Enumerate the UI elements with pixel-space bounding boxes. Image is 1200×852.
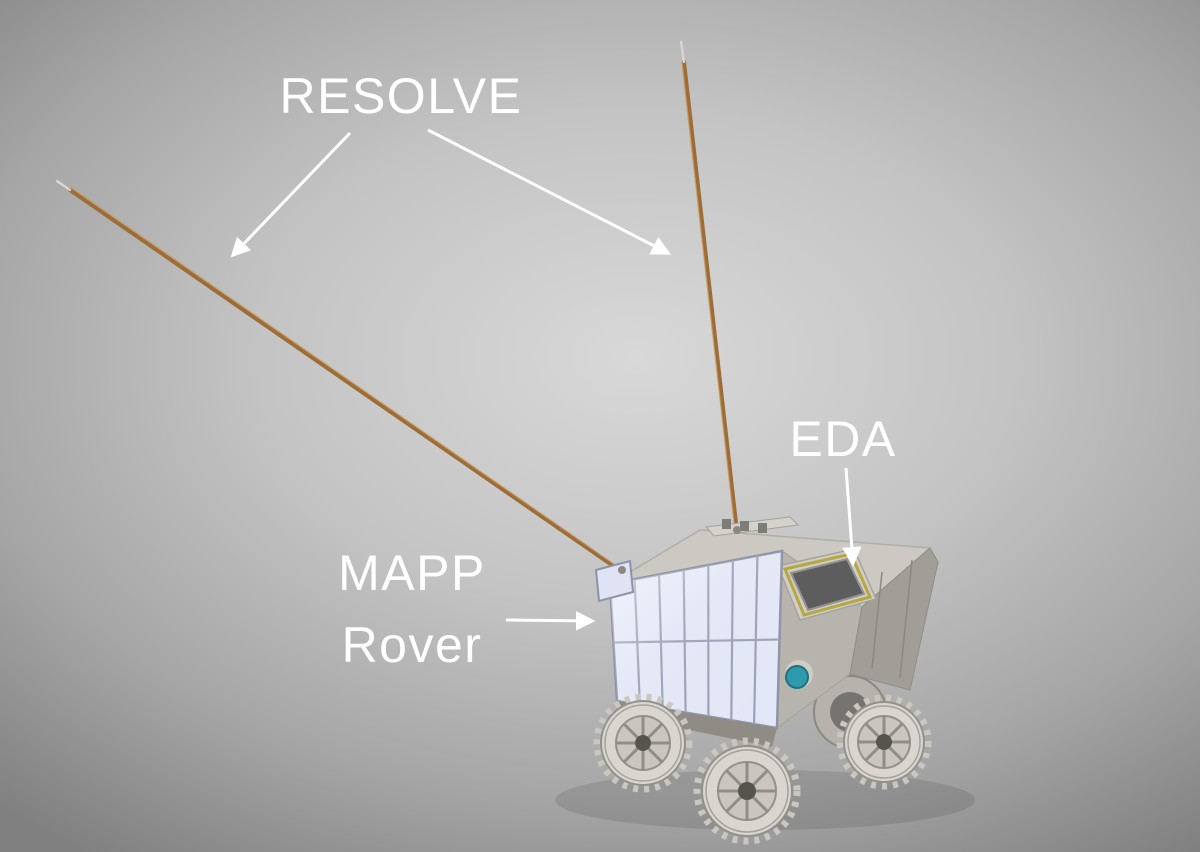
resolve-antenna-left-tip: [55, 179, 72, 192]
antenna-mount: [618, 566, 626, 574]
resolve-antenna-left-highlight: [71, 187, 622, 570]
mapp-label-line1: MAPP: [338, 545, 486, 601]
solar-panel-shine: [610, 551, 782, 728]
mapp-rover-arrow: [505, 611, 596, 631]
resolve-antenna-left: [68, 188, 624, 574]
right-face-seam: [871, 571, 883, 669]
hinge-block: [722, 519, 731, 529]
annotation-arrows: [230, 128, 862, 631]
teal-valve: [785, 665, 809, 689]
resolve-label: RESOLVE: [280, 68, 523, 124]
resolve-antenna-right: [682, 60, 739, 534]
resolve-arrow-left: [230, 131, 352, 258]
resolve-antennas: [55, 40, 739, 574]
eda-hatch-opening: [789, 557, 866, 612]
right-face: [849, 547, 939, 691]
resolve-antenna-right-tip: [679, 40, 686, 64]
right-face-seam: [899, 559, 913, 679]
wheel-front-center: [693, 737, 801, 845]
eda-hatch: [776, 548, 878, 621]
resolve-antenna-right-highlight: [681, 62, 736, 532]
resolve-arrow-right: [427, 128, 672, 255]
hinge-block: [758, 523, 767, 533]
wheel-right: [836, 694, 932, 790]
back-rim: [704, 516, 800, 537]
eda-label: EDA: [789, 411, 896, 467]
antenna-mount: [733, 526, 741, 534]
eda-arrow: [842, 467, 862, 567]
mapp-label-line2: Rover: [342, 617, 483, 673]
wheel-front-left: [593, 693, 693, 793]
annotation-labels: RESOLVE EDA MAPP Rover: [280, 68, 896, 673]
eda-hatch-yellow-trim: [782, 552, 873, 617]
solar-panel-array: [608, 549, 784, 730]
hinge-block: [740, 521, 749, 531]
